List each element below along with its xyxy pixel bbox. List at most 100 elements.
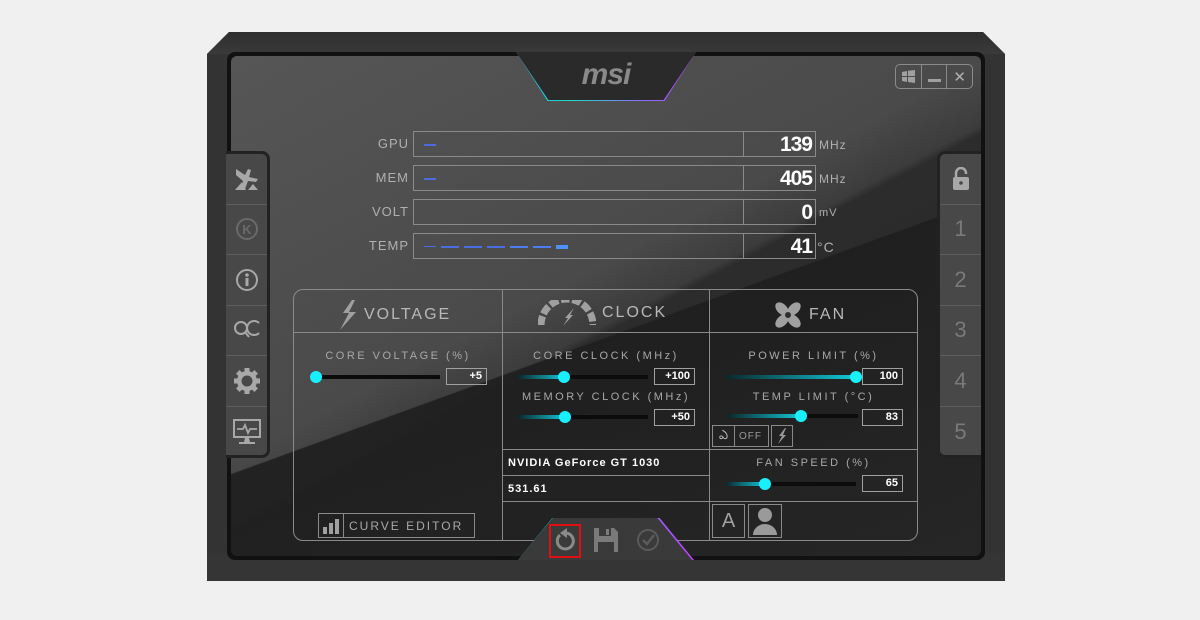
unlock-icon (952, 166, 969, 190)
lightning-icon (778, 428, 786, 444)
monitor-icon (232, 418, 261, 444)
settings-icon (233, 367, 260, 394)
close-icon: ✕ (953, 67, 966, 86)
link-toggle-button[interactable]: ఎ OFF (712, 425, 769, 447)
divider (710, 501, 917, 502)
bar-separator (743, 132, 744, 156)
sidebar-item-oc-scanner[interactable] (226, 306, 267, 356)
save-icon (594, 528, 618, 552)
gpu-trace (424, 144, 436, 146)
divider (502, 290, 503, 541)
mem-label: MEM (375, 170, 409, 185)
driver-version: 531.61 (508, 483, 548, 495)
core-voltage-slider[interactable] (310, 371, 440, 383)
fan-auto-button[interactable]: A (712, 504, 745, 538)
sidebar-item-settings[interactable] (226, 356, 267, 407)
power-boost-button[interactable] (771, 425, 793, 447)
gpu-label: GPU (377, 136, 409, 151)
fan-speed-label: FAN SPEED (%) (756, 457, 871, 469)
slider-fill (518, 375, 564, 379)
core-voltage-label: CORE VOLTAGE (%) (325, 350, 471, 362)
apply-button[interactable] (633, 524, 663, 556)
bar-separator (743, 200, 744, 224)
fan-speed-value[interactable]: 65 (862, 475, 903, 492)
bar-chart-icon (319, 514, 344, 537)
mem-unit: MHz (819, 172, 847, 186)
close-button[interactable]: ✕ (947, 65, 972, 88)
auto-icon: A (721, 509, 736, 532)
profile-1-button[interactable]: 1 (940, 205, 981, 255)
slider-thumb[interactable] (850, 371, 862, 383)
temp-limit-label: TEMP LIMIT (°C) (752, 391, 875, 403)
save-button[interactable] (591, 524, 621, 556)
reset-highlight (549, 524, 581, 558)
sidebar-item-kombustor[interactable]: K (226, 205, 267, 255)
kombustor-icon: K (235, 218, 258, 241)
divider (709, 290, 710, 541)
minimize-icon (927, 79, 941, 82)
power-limit-label: POWER LIMIT (%) (748, 350, 879, 362)
profile-3-button[interactable]: 3 (940, 306, 981, 356)
fan-title: FAN (809, 306, 847, 323)
slider-thumb[interactable] (559, 411, 571, 423)
curve-editor-button[interactable]: CURVE EDITOR (318, 513, 475, 538)
slider-fill (728, 414, 801, 418)
minimize-button[interactable] (922, 65, 948, 88)
core-voltage-value[interactable]: +5 (446, 368, 487, 385)
user-icon (753, 508, 777, 535)
divider (503, 475, 709, 476)
windows-button[interactable] (896, 65, 922, 88)
slider-thumb[interactable] (558, 371, 570, 383)
windows-icon (901, 70, 915, 83)
slider-fill (726, 482, 765, 486)
apply-check-icon (637, 529, 659, 551)
fan-user-button[interactable] (748, 504, 782, 538)
slider-thumb[interactable] (310, 371, 322, 383)
temp-limit-slider[interactable] (728, 410, 858, 422)
bar-separator (743, 234, 744, 258)
voltage-value: 0 (801, 201, 813, 224)
msi-logo: msi (581, 58, 632, 91)
slider-thumb[interactable] (759, 478, 771, 490)
profile-2-button[interactable]: 2 (940, 255, 981, 306)
mem-clock-value: 405 (779, 167, 813, 190)
gpu-name: NVIDIA GeForce GT 1030 (508, 457, 661, 469)
logo-plate (516, 52, 696, 100)
afterburner-icon (234, 168, 258, 190)
temperature-bar: 41 (413, 233, 816, 259)
divider (294, 332, 917, 333)
slider-thumb[interactable] (795, 410, 807, 422)
sidebar-item-monitor[interactable] (226, 407, 267, 458)
fan-speed-slider[interactable] (726, 478, 856, 490)
temperature-value: 41 (790, 235, 813, 258)
memory-clock-value[interactable]: +50 (654, 409, 695, 426)
screen-background (231, 56, 981, 556)
memory-clock-slider[interactable] (518, 411, 648, 423)
mem-trace (424, 178, 436, 180)
core-clock-value[interactable]: +100 (654, 368, 695, 385)
fan-section-title: FAN (773, 300, 846, 330)
divider (503, 501, 709, 502)
sidebar-item-afterburner[interactable] (226, 154, 267, 205)
profile-5-button[interactable]: 5 (954, 418, 967, 444)
clock-section-title: CLOCK (538, 300, 667, 326)
power-limit-slider[interactable] (726, 371, 862, 383)
svg-text:K: K (242, 222, 252, 237)
bar-separator (743, 166, 744, 190)
link-state: OFF (739, 430, 762, 442)
gpu-clock-bar: 139 (413, 131, 816, 157)
sidebar-item-info[interactable] (226, 255, 267, 306)
volt-unit: mV (819, 207, 838, 219)
volt-label: VOLT (372, 204, 409, 219)
main-screen (227, 52, 985, 560)
core-clock-label: CORE CLOCK (MHz) (533, 350, 679, 362)
temp-limit-value[interactable]: 83 (862, 409, 903, 426)
reset-button[interactable] (550, 524, 580, 556)
power-limit-value[interactable]: 100 (862, 368, 903, 385)
profile-lock-button[interactable] (940, 154, 981, 205)
profile-4-button[interactable]: 4 (940, 356, 981, 407)
right-sidebar: 1 2 3 4 5 (937, 151, 981, 458)
clock-title: CLOCK (602, 304, 668, 321)
slider-fill (518, 415, 565, 419)
core-clock-slider[interactable] (518, 371, 648, 383)
